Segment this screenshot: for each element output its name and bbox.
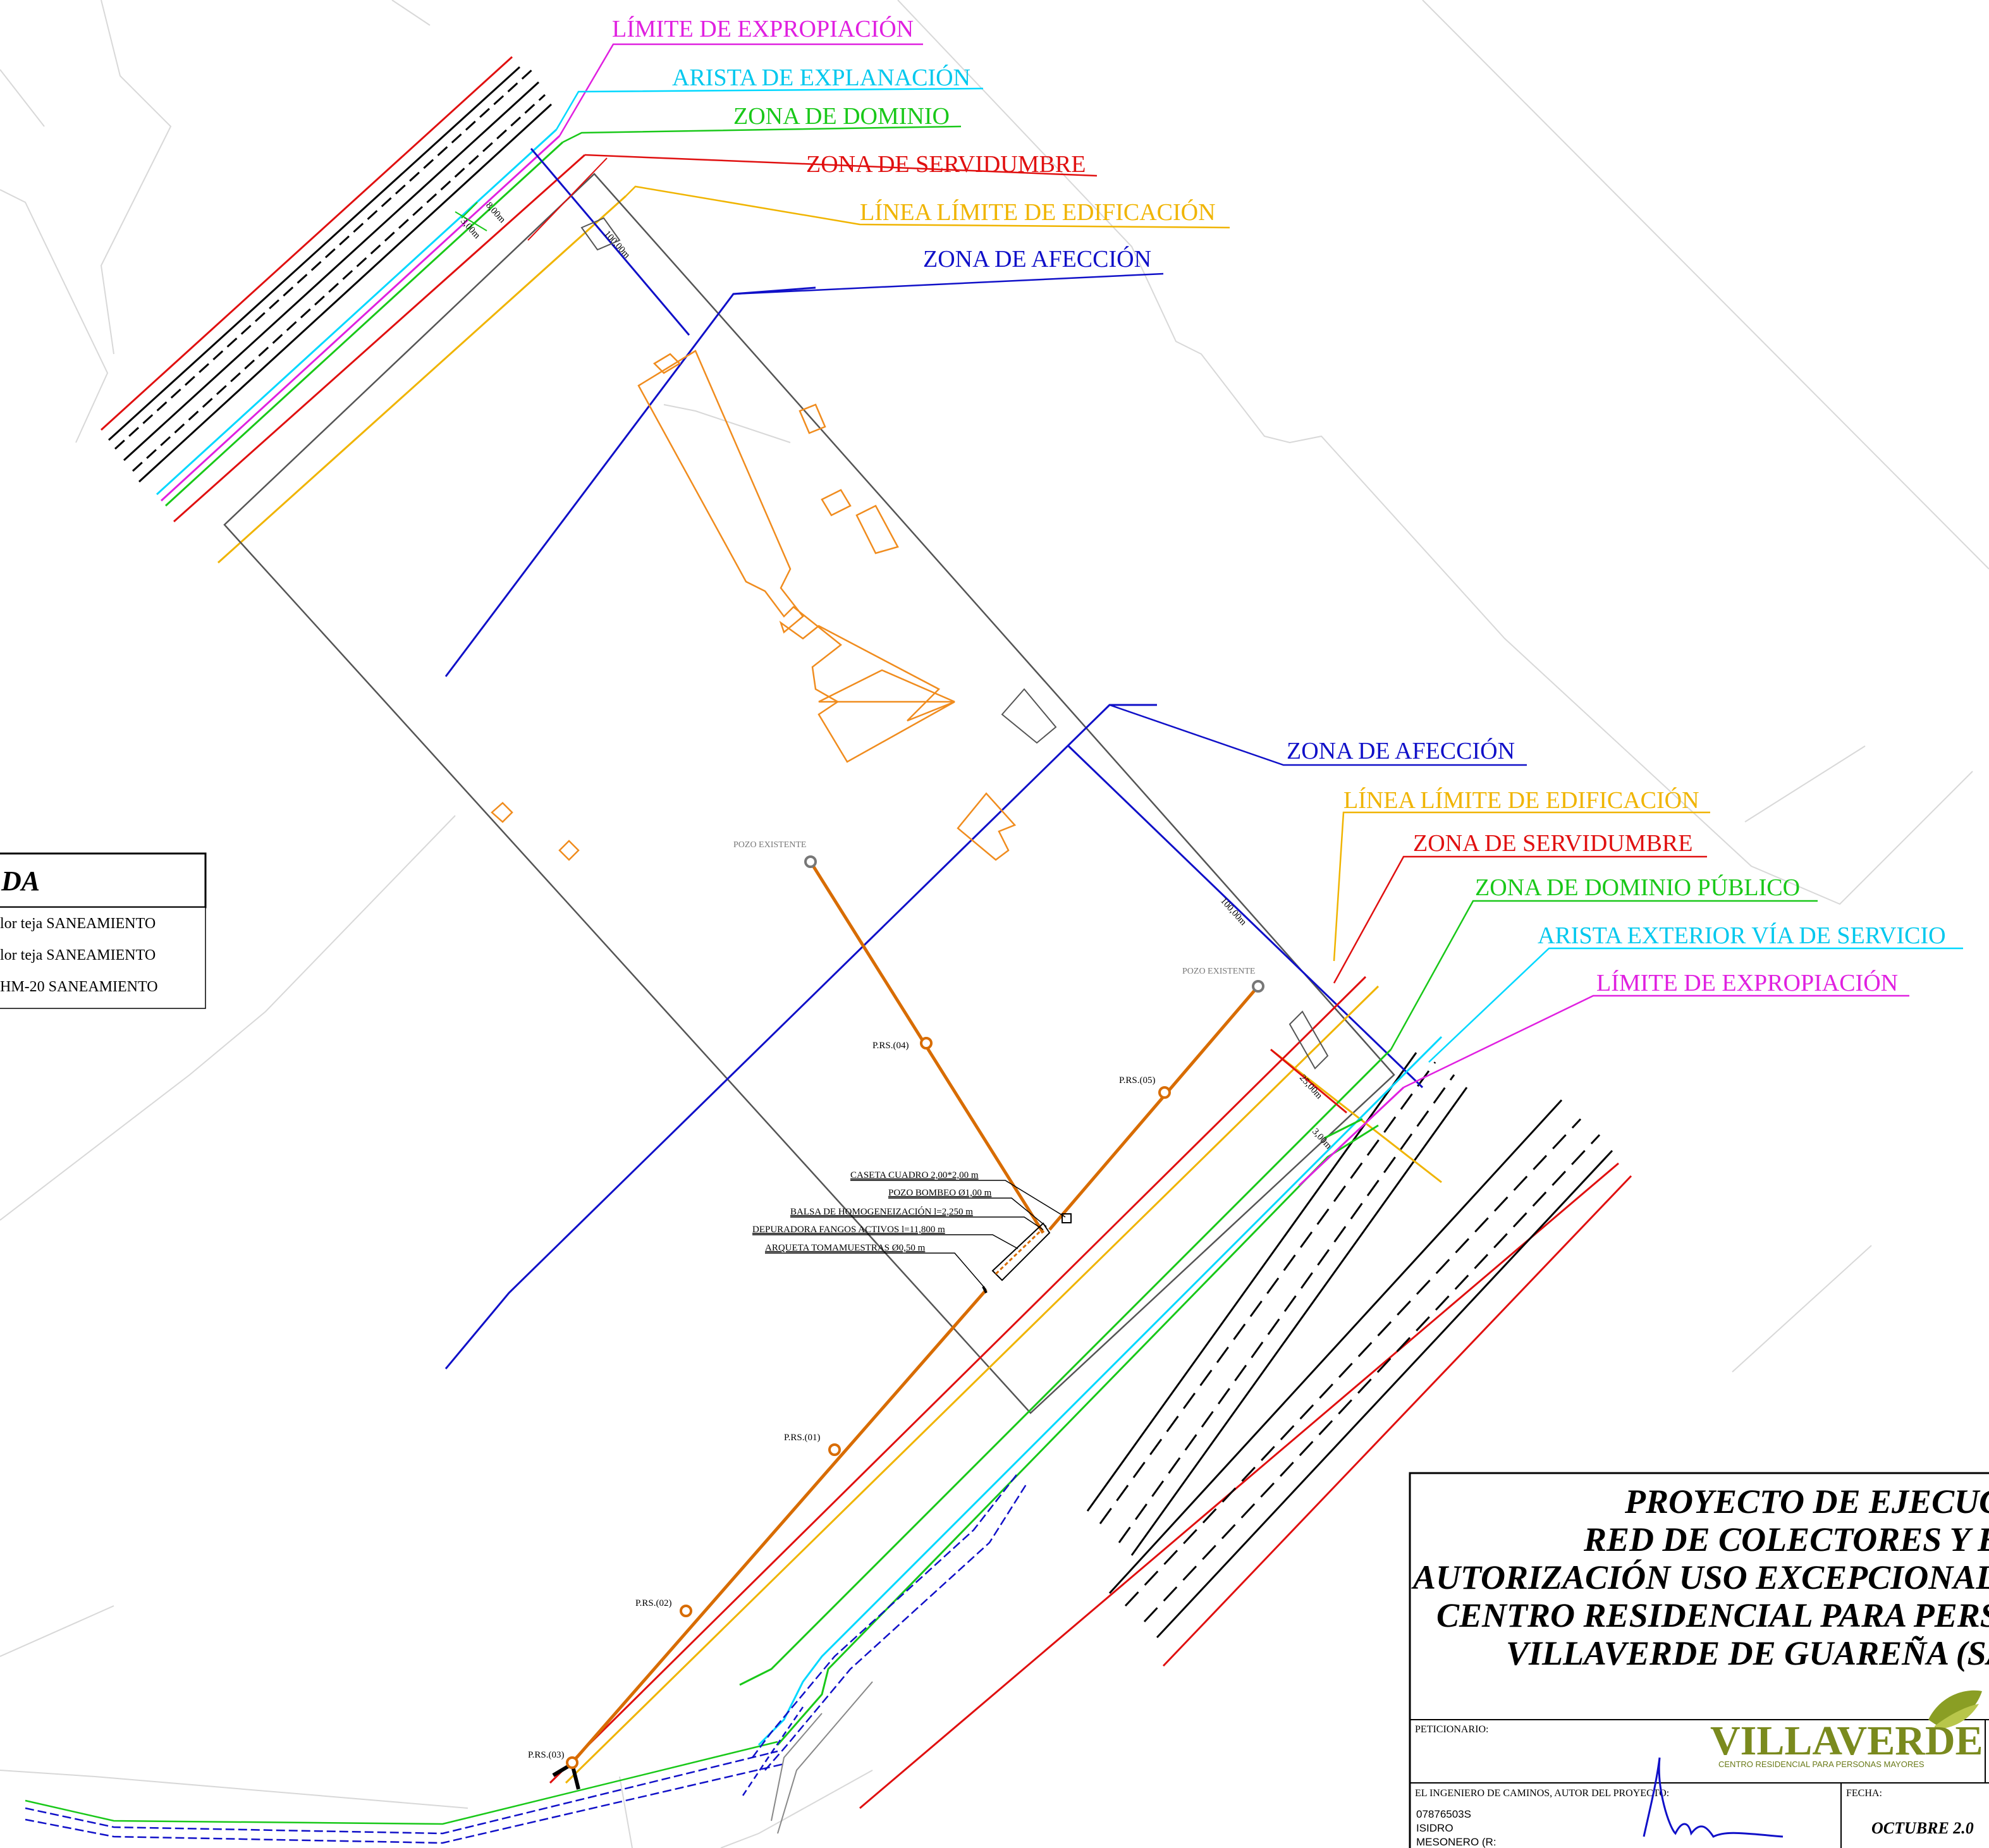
engineer-label: EL INGENIERO DE CAMINOS, AUTOR DEL PROYE… bbox=[1415, 1788, 1669, 1799]
top-arista-line bbox=[156, 128, 558, 496]
signature-mark bbox=[1643, 1757, 1784, 1838]
leaf-icon-light bbox=[1935, 1704, 1979, 1729]
gray-structures bbox=[580, 217, 1329, 1070]
bottom-road bbox=[859, 1052, 1632, 1809]
callout-leaders bbox=[752, 1180, 1066, 1290]
title-block: PROYECTO DE EJECUC RED DE COLECTORES Y E… bbox=[1409, 1472, 1989, 1848]
callout-depuradora: DEPURADORA FANGOS ACTIVOS l=11,800 m bbox=[752, 1225, 945, 1235]
callout-arqueta: ARQUETA TOMAMUESTRAS Ø0,50 m bbox=[765, 1243, 926, 1253]
peticionario-label: PETICIONARIO: bbox=[1415, 1724, 1488, 1735]
label-top-edificacion: LÍNEA LÍMITE DE EDIFICACIÓN bbox=[860, 199, 1216, 226]
top-expropiacion-line bbox=[160, 135, 561, 502]
afeccion-right-line bbox=[444, 704, 1157, 1369]
dimension-lines bbox=[455, 157, 608, 241]
engineer-id-3: MESONERO (R: bbox=[1416, 1836, 1496, 1848]
manholes bbox=[566, 855, 1264, 1769]
legend-row-1: lor teja SANEAMIENTO bbox=[0, 915, 156, 932]
well-prs03: P.RS.(03) bbox=[528, 1750, 565, 1760]
fecha-value: OCTUBRE 2.0 bbox=[1871, 1819, 1974, 1837]
fecha-label: FECHA: bbox=[1846, 1788, 1882, 1799]
well-prs02: P.RS.(02) bbox=[635, 1598, 672, 1608]
top-road bbox=[100, 56, 553, 483]
label-top-arista: ARISTA DE EXPLANACIÓN bbox=[672, 64, 970, 91]
legend: DA lor teja SANEAMIENTO lor teja SANEAMI… bbox=[0, 852, 207, 1009]
title-line-1: PROYECTO DE EJECUC bbox=[1624, 1483, 1989, 1521]
label-top-afeccion: ZONA DE AFECCIÓN bbox=[923, 246, 1151, 272]
well-existing-1: POZO EXISTENTE bbox=[733, 840, 807, 850]
title-line-4: CENTRO RESIDENCIAL PARA PERS bbox=[1436, 1596, 1989, 1634]
plant-inner-line bbox=[994, 1228, 1043, 1275]
label-right-servidumbre: ZONA DE SERVIDUMBRE bbox=[1413, 830, 1692, 857]
label-top-servidumbre: ZONA DE SERVIDUMBRE bbox=[806, 151, 1086, 178]
label-right-edificacion: LÍNEA LÍMITE DE EDIFICACIÓN bbox=[1343, 787, 1699, 814]
buildings bbox=[491, 350, 1017, 861]
top-dominio-line bbox=[164, 141, 564, 507]
well-prs01: P.RS.(01) bbox=[784, 1433, 821, 1443]
plot-boundary bbox=[223, 173, 1395, 1414]
zone-lines bbox=[444, 286, 1443, 1784]
well-prs04: P.RS.(04) bbox=[872, 1041, 909, 1051]
callout-caseta: CASETA CUADRO 2,00*2,00 m bbox=[850, 1170, 979, 1180]
title-line-2: RED DE COLECTORES Y E bbox=[1583, 1521, 1989, 1558]
dim-100-right: 100,00m bbox=[1218, 896, 1249, 927]
label-right-afeccion: ZONA DE AFECCIÓN bbox=[1287, 738, 1515, 764]
title-line-3: AUTORIZACIÓN USO EXCEPCIONAL bbox=[1411, 1558, 1989, 1596]
legend-row-2: lor teja SANEAMIENTO bbox=[0, 947, 156, 964]
engineer-id-1: 07876503S bbox=[1416, 1808, 1471, 1820]
label-leaders bbox=[555, 43, 1963, 1089]
dim-100-top: 100,00m bbox=[602, 229, 632, 260]
access-road bbox=[25, 1472, 1029, 1844]
label-right-expropiacion: LÍMITE DE EXPROPIACIÓN bbox=[1596, 970, 1898, 996]
callout-balsa: BALSA DE HOMOGENEIZACIÓN l=2,250 m bbox=[790, 1206, 973, 1217]
well-prs05: P.RS.(05) bbox=[1119, 1075, 1156, 1086]
legend-title: DA bbox=[1, 866, 40, 896]
treatment-plant bbox=[982, 1213, 1072, 1294]
label-top-dominio: ZONA DE DOMINIO bbox=[733, 103, 950, 130]
well-existing-2: POZO EXISTENTE bbox=[1182, 967, 1256, 976]
top-edificacion-line bbox=[217, 195, 627, 564]
label-right-arista-servicio: ARISTA EXTERIOR VÍA DE SERVICIO bbox=[1538, 922, 1946, 949]
legend-row-3: HM-20 SANEAMIENTO bbox=[0, 979, 158, 995]
afeccion-top-line bbox=[444, 286, 816, 677]
engineer-id-2: ISIDRO bbox=[1416, 1822, 1454, 1834]
label-top-expropiacion: LÍMITE DE EXPROPIACIÓN bbox=[612, 16, 914, 42]
top-afeccion-line bbox=[530, 148, 690, 336]
top-servidumbre-line bbox=[173, 154, 585, 523]
collector-lines bbox=[571, 860, 1259, 1764]
leaf-icon bbox=[1928, 1690, 1982, 1726]
label-right-dominio-publico: ZONA DE DOMINIO PÚBLICO bbox=[1475, 874, 1800, 901]
curbs bbox=[771, 1681, 873, 1834]
logo-text: VILLAVERDE bbox=[1710, 1718, 1983, 1764]
villaverde-logo: VILLAVERDE CENTRO RESIDENCIAL PARA PERSO… bbox=[1710, 1690, 1983, 1769]
title-line-5: VILLAVERDE DE GUAREÑA (SA bbox=[1506, 1634, 1989, 1672]
logo-subtitle: CENTRO RESIDENCIAL PARA PERSONAS MAYORES bbox=[1718, 1759, 1925, 1769]
callout-pozo-bombeo: POZO BOMBEO Ø1,00 m bbox=[888, 1188, 992, 1198]
